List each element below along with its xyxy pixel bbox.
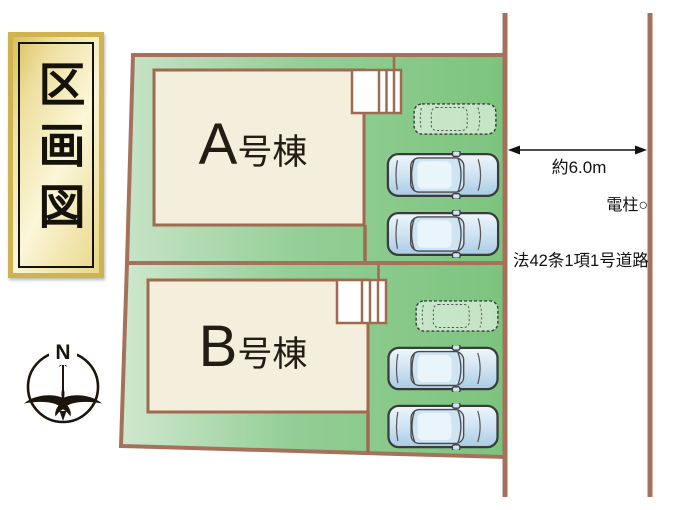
car-outline-icon bbox=[413, 103, 497, 135]
building-a-suffix: 号棟 bbox=[237, 132, 308, 172]
building-a-footprint bbox=[152, 68, 366, 227]
plan-title: 区画図 bbox=[30, 59, 83, 243]
car-icon bbox=[387, 345, 499, 392]
road-width-arrow bbox=[508, 145, 647, 155]
building-b-suffix: 号棟 bbox=[237, 334, 308, 374]
compass-north-label: N bbox=[49, 341, 77, 365]
building-b-entrance-steps bbox=[335, 265, 388, 325]
building-a-entrance-steps bbox=[350, 56, 403, 115]
plan-title-frame: 区画図 bbox=[18, 42, 94, 268]
road-width-label: 約6.0m bbox=[551, 158, 607, 177]
car-icon bbox=[386, 210, 500, 258]
plan-title-block: 区画図 bbox=[8, 32, 104, 278]
building-a-letter: A bbox=[198, 112, 238, 177]
building-b-footprint bbox=[146, 278, 370, 414]
building-b-letter: B bbox=[198, 314, 238, 379]
car-outline-icon bbox=[415, 300, 499, 332]
road-type-label: 法42条1項1号道路 bbox=[513, 252, 649, 270]
utility-pole-label: 電柱○ bbox=[606, 197, 648, 214]
car-icon bbox=[386, 151, 500, 199]
car-icon bbox=[387, 403, 499, 450]
